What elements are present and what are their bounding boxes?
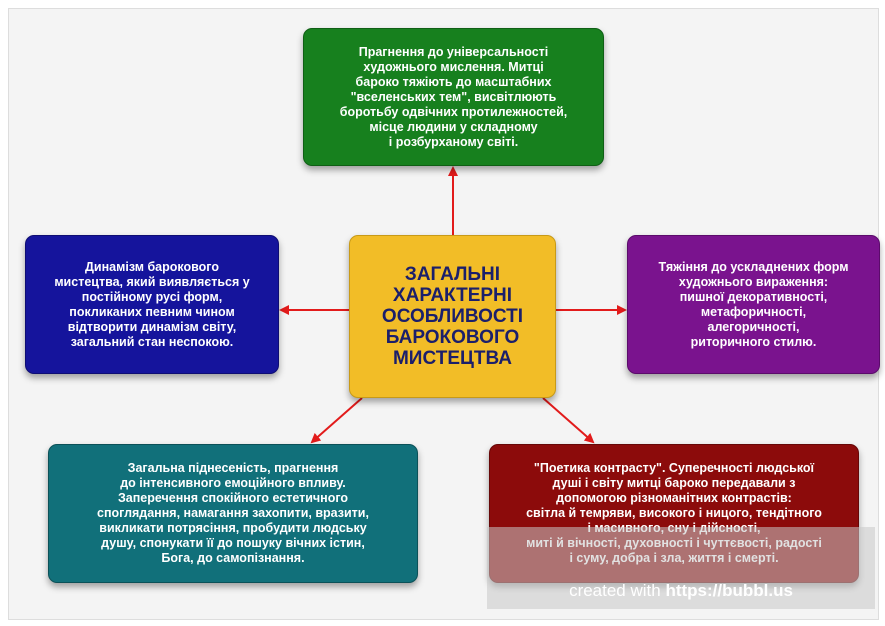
node-universality[interactable]: Прагнення до універсальності художнього … xyxy=(303,28,604,166)
central-topic-node[interactable]: ЗАГАЛЬНІ ХАРАКТЕРНІ ОСОБЛИВОСТІ БАРОКОВО… xyxy=(349,235,556,398)
node-elevation-text: Загальна піднесеність, прагнення до інте… xyxy=(97,461,369,565)
watermark-credit[interactable]: created with https://bubbl.us xyxy=(487,581,875,601)
node-contrast-poetics[interactable]: "Поетика контрасту". Суперечності людськ… xyxy=(489,444,859,583)
node-dynamism[interactable]: Динамізм барокового мистецтва, який вияв… xyxy=(25,235,279,374)
node-elevation[interactable]: Загальна піднесеність, прагнення до інте… xyxy=(48,444,418,583)
arrow-to-bottom-right xyxy=(542,397,595,444)
node-complex-forms[interactable]: Тяжіння до ускладнених форм художнього в… xyxy=(627,235,880,374)
arrow-to-bottom-left xyxy=(310,397,363,444)
node-dynamism-text: Динамізм барокового мистецтва, який вияв… xyxy=(54,259,250,349)
node-contrast-poetics-text: "Поетика контрасту". Суперечності людськ… xyxy=(526,461,822,565)
node-universality-text: Прагнення до універсальності художнього … xyxy=(339,44,568,149)
node-complex-forms-text: Тяжіння до ускладнених форм художнього в… xyxy=(658,259,849,349)
watermark-credit-link[interactable]: https://bubbl.us xyxy=(665,581,793,600)
central-topic-title: ЗАГАЛЬНІ ХАРАКТЕРНІ ОСОБЛИВОСТІ БАРОКОВО… xyxy=(381,264,524,369)
watermark-credit-prefix: created with xyxy=(569,581,666,600)
